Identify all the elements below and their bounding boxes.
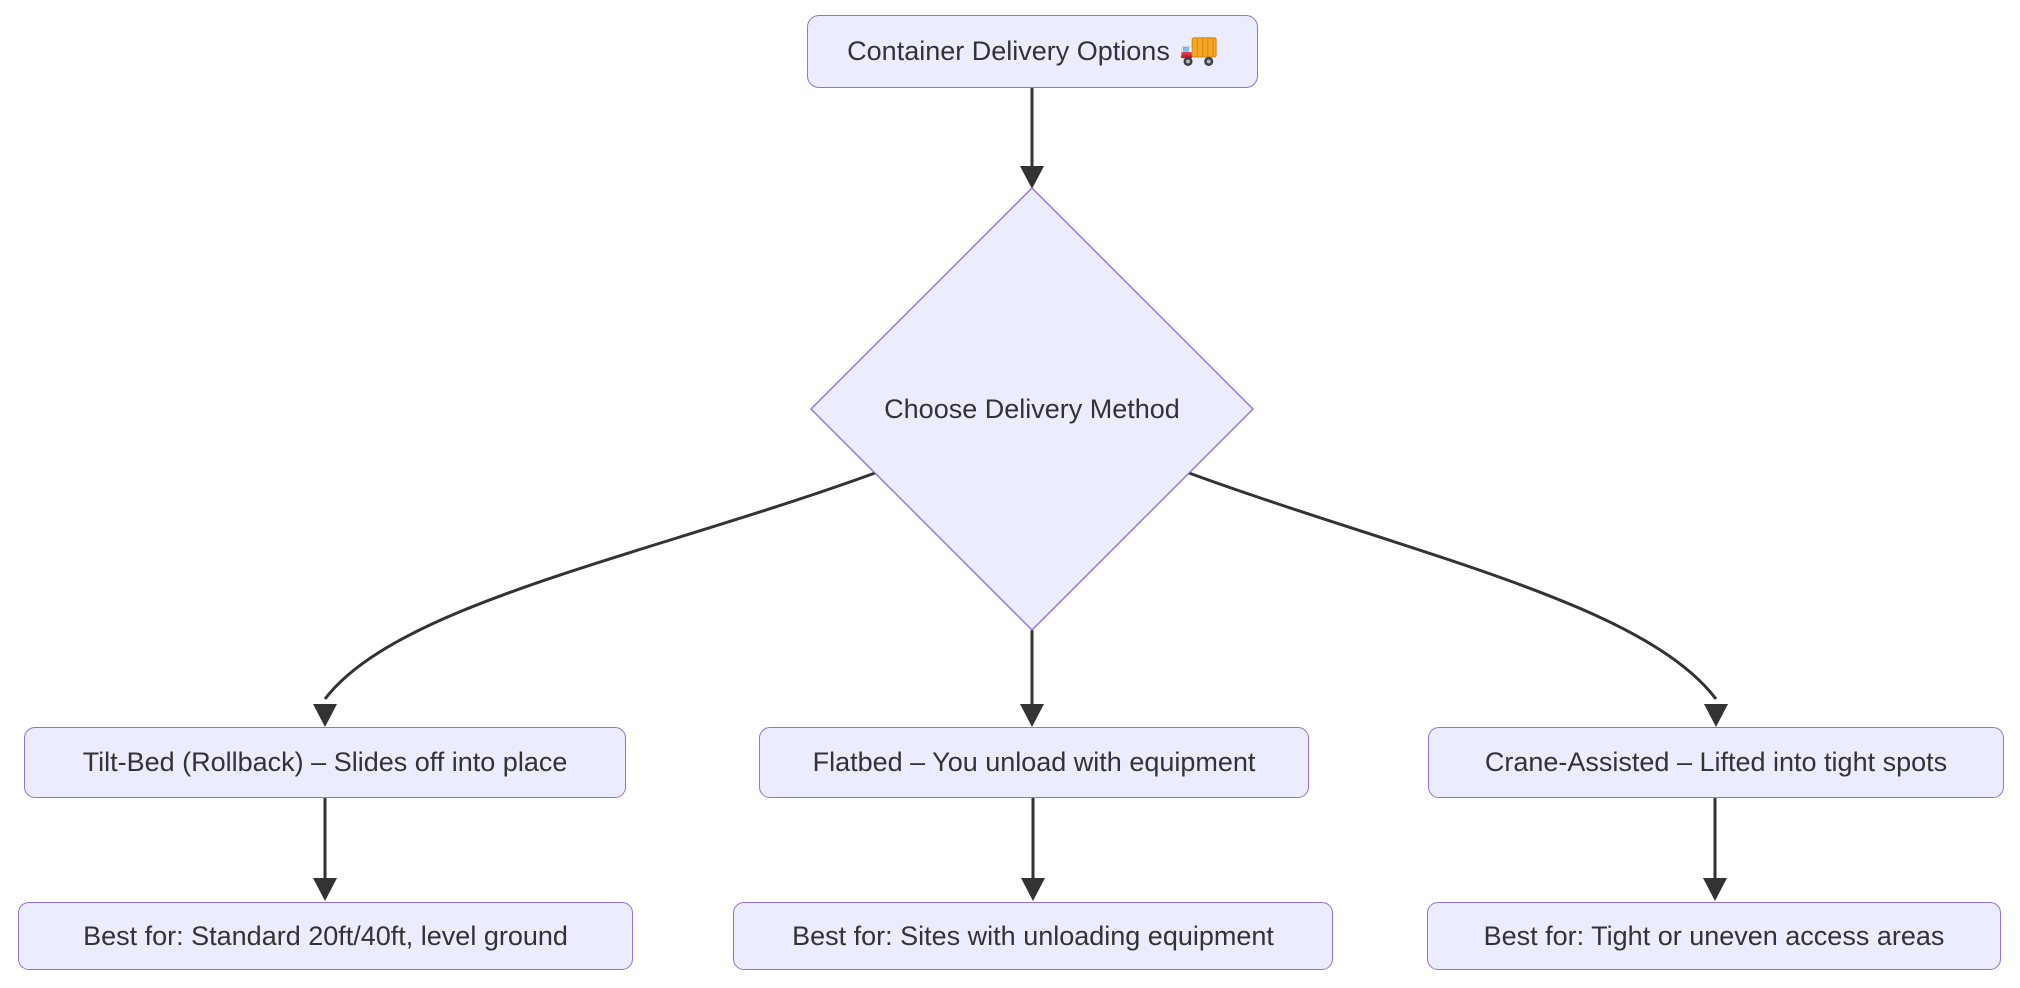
edge-title-to-decision [1020,88,1044,189]
edge-decision-to-tilt-bed [313,471,876,727]
node-flatbed-best-for: Best for: Sites with unloading equipment [733,902,1333,970]
edge-crane-to-best [1703,798,1727,901]
node-flatbed-option: Flatbed – You unload with equipment [759,727,1309,798]
title-node-label: Container Delivery Options [847,36,1170,67]
tilt-bed-best-for-label: Best for: Standard 20ft/40ft, level grou… [83,920,568,951]
crane-assisted-option-label: Crane-Assisted – Lifted into tight spots [1484,747,1948,778]
delivery-truck-icon [1180,36,1217,66]
edge-decision-to-crane-assisted [1188,471,1728,727]
node-container-delivery-options: Container Delivery Options [807,15,1258,88]
edge-decision-to-flatbed [1020,630,1044,727]
node-crane-assisted-best-for: Best for: Tight or uneven access areas [1427,902,2001,970]
edge-tilt-bed-to-best [313,798,337,901]
decision-diamond [810,187,1254,631]
crane-assisted-best-for-label: Best for: Tight or uneven access areas [1483,920,1945,951]
flatbed-option-label: Flatbed – You unload with equipment [812,747,1256,778]
flatbed-best-for-label: Best for: Sites with unloading equipment [792,920,1274,951]
edge-flatbed-to-best [1021,798,1045,901]
tilt-bed-option-label: Tilt-Bed (Rollback) – Slides off into pl… [82,747,568,778]
node-tilt-bed-option: Tilt-Bed (Rollback) – Slides off into pl… [24,727,626,798]
node-crane-assisted-option: Crane-Assisted – Lifted into tight spots [1428,727,2004,798]
node-choose-delivery-method-label: Choose Delivery Method [884,393,1180,424]
node-tilt-bed-best-for: Best for: Standard 20ft/40ft, level grou… [18,902,633,970]
